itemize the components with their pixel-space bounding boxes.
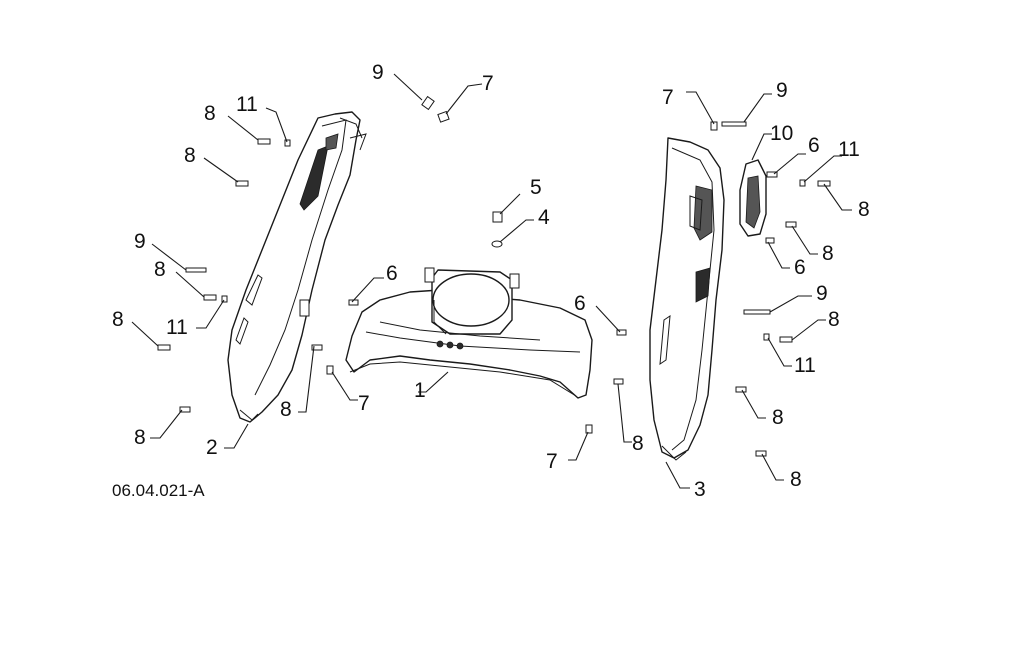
callout-9: 9 bbox=[816, 282, 828, 305]
callout-8: 8 bbox=[280, 398, 292, 421]
callout-2: 2 bbox=[206, 436, 218, 459]
callout-7: 7 bbox=[546, 450, 558, 473]
callout-8: 8 bbox=[822, 242, 834, 265]
callout-8: 8 bbox=[154, 258, 166, 281]
callout-11: 11 bbox=[794, 354, 816, 377]
callouts: 9 7 8 11 8 9 8 11 8 8 8 2 6 7 1 5 4 6 8 … bbox=[112, 61, 870, 501]
callout-8: 8 bbox=[112, 308, 124, 331]
callout-8: 8 bbox=[858, 198, 870, 221]
callout-9: 9 bbox=[134, 230, 146, 253]
callout-3: 3 bbox=[694, 478, 706, 501]
callout-4: 4 bbox=[538, 206, 550, 229]
callout-11: 11 bbox=[166, 316, 188, 339]
callout-8: 8 bbox=[828, 308, 840, 331]
fasteners bbox=[157, 95, 831, 457]
callout-8: 8 bbox=[204, 102, 216, 125]
callout-7: 7 bbox=[662, 86, 674, 109]
callout-7: 7 bbox=[482, 72, 494, 95]
callout-6: 6 bbox=[386, 262, 398, 285]
callout-6: 6 bbox=[794, 256, 806, 279]
callout-5: 5 bbox=[530, 176, 542, 199]
centre-console bbox=[345, 267, 593, 399]
callout-6: 6 bbox=[808, 134, 820, 157]
callout-8: 8 bbox=[790, 468, 802, 491]
callout-1: 1 bbox=[414, 379, 426, 402]
callout-11: 11 bbox=[838, 138, 860, 161]
callout-8: 8 bbox=[632, 432, 644, 455]
vent-grille bbox=[739, 159, 767, 237]
callout-8: 8 bbox=[184, 144, 196, 167]
callout-7: 7 bbox=[358, 392, 370, 415]
leader-lines bbox=[131, 73, 852, 489]
callout-9: 9 bbox=[372, 61, 384, 84]
callout-6: 6 bbox=[574, 292, 586, 315]
callout-8: 8 bbox=[772, 406, 784, 429]
callout-10: 10 bbox=[770, 122, 793, 145]
callout-8: 8 bbox=[134, 426, 146, 449]
callout-9: 9 bbox=[776, 79, 788, 102]
right-side-panel bbox=[649, 137, 725, 461]
left-side-panel bbox=[227, 111, 367, 423]
figure-reference: 06.04.021-A bbox=[112, 481, 205, 500]
callout-11: 11 bbox=[236, 93, 258, 116]
